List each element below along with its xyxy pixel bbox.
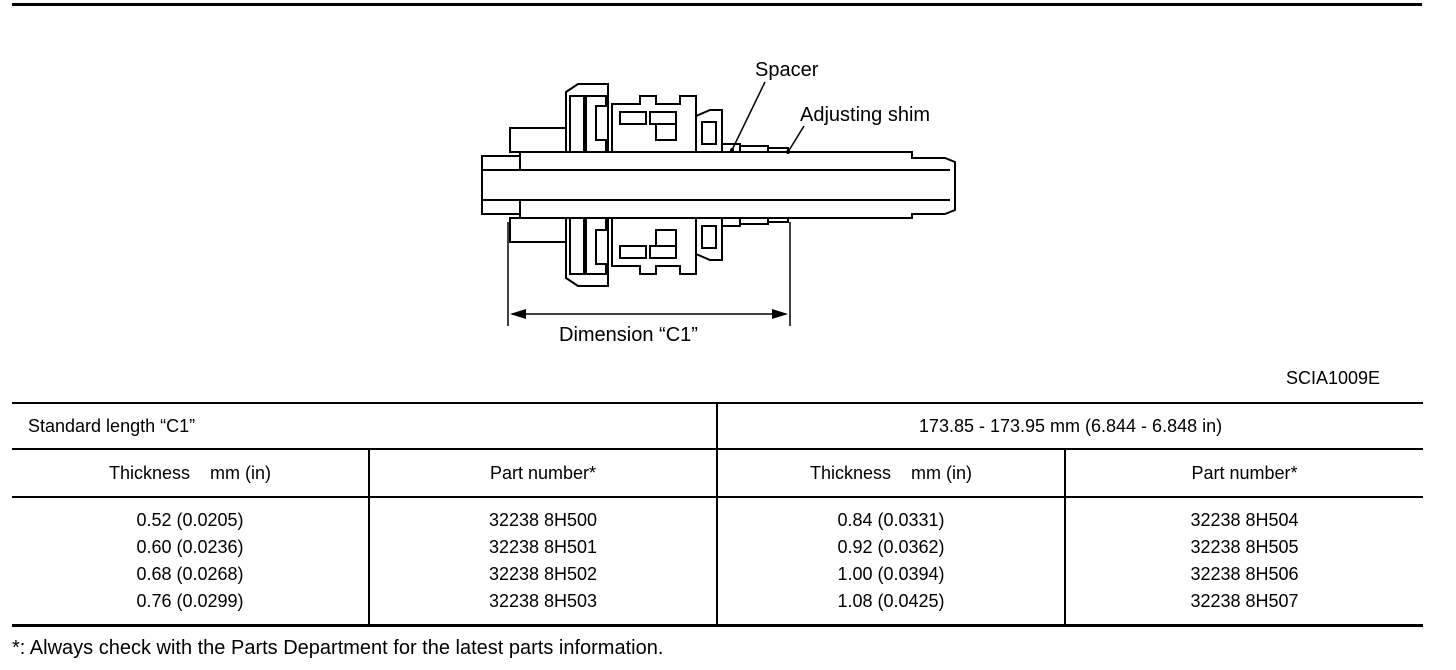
adjusting-shim-label: Adjusting shim <box>800 104 930 126</box>
part-number-column-1: 32238 8H500 32238 8H501 32238 8H502 3223… <box>367 497 718 627</box>
thickness-column-2: 0.84 (0.0331) 0.92 (0.0362) 1.00 (0.0394… <box>716 497 1066 627</box>
table-header-row: Thickness mm (in) Part number* Thickness… <box>12 449 1424 498</box>
table-cell: 32238 8H502 <box>488 564 598 584</box>
dimension-c1-label: Dimension “C1” <box>559 324 698 346</box>
standard-length-row: Standard length “C1” 173.85 - 173.95 mm … <box>12 402 1424 450</box>
header-part-number-1: Part number* <box>367 449 718 498</box>
thickness-column-1: 0.52 (0.0205) 0.60 (0.0236) 0.68 (0.0268… <box>12 497 369 627</box>
table-cell: 32238 8H500 <box>488 510 598 530</box>
shim-spec-table: Standard length “C1” 173.85 - 173.95 mm … <box>12 402 1424 627</box>
part-number-column-2: 32238 8H504 32238 8H505 32238 8H506 3223… <box>1064 497 1424 627</box>
table-cell: 0.92 (0.0362) <box>837 537 945 557</box>
table-cell: 0.60 (0.0236) <box>136 537 244 557</box>
table-cell: 1.00 (0.0394) <box>837 564 945 584</box>
table-cell: 32238 8H505 <box>1190 537 1299 557</box>
table-cell: 0.52 (0.0205) <box>136 510 244 530</box>
header-part-number-2: Part number* <box>1064 449 1424 498</box>
header-thickness-1: Thickness mm (in) <box>12 449 369 498</box>
table-data-row: 0.52 (0.0205) 0.60 (0.0236) 0.68 (0.0268… <box>12 497 1424 627</box>
table-cell: 32238 8H503 <box>488 591 598 611</box>
table-cell: 32238 8H501 <box>488 537 598 557</box>
table-cell: 0.84 (0.0331) <box>837 510 945 530</box>
table-cell: 0.76 (0.0299) <box>136 591 244 611</box>
table-cell: 32238 8H507 <box>1190 591 1299 611</box>
standard-length-value: 173.85 - 173.95 mm (6.844 - 6.848 in) <box>716 402 1424 450</box>
table-cell: 0.68 (0.0268) <box>136 564 244 584</box>
table-cell: 1.08 (0.0425) <box>837 591 945 611</box>
mainshaft-assembly-diagram: Spacer Adjusting shim Dimension “C1” <box>481 59 956 346</box>
header-thickness-2: Thickness mm (in) <box>716 449 1066 498</box>
figure-code: SCIA1009E <box>1285 368 1380 388</box>
top-rule <box>12 3 1422 6</box>
footnote: *: Always check with the Parts Departmen… <box>12 637 664 659</box>
standard-length-label: Standard length “C1” <box>12 402 718 450</box>
spacer-label: Spacer <box>755 59 819 81</box>
table-cell: 32238 8H504 <box>1190 510 1299 530</box>
table-cell: 32238 8H506 <box>1190 564 1299 584</box>
